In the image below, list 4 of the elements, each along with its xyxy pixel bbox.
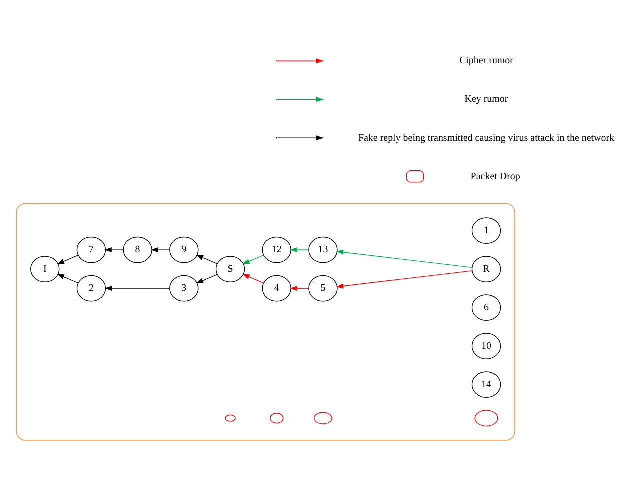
legend-label: Fake reply being transmitted causing virus attack in the network: [358, 132, 615, 144]
legend-label: Packet Drop: [470, 170, 520, 182]
legend-label: Key rumor: [464, 94, 508, 105]
legend-label: Cipher rumor: [460, 55, 514, 66]
